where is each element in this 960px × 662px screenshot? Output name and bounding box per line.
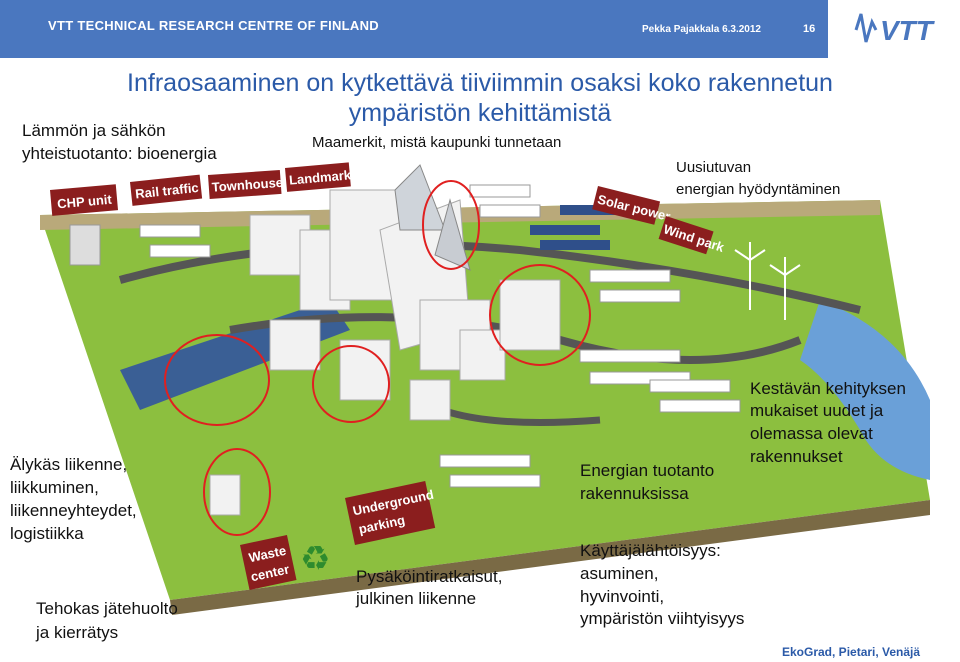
author-date: Pekka Pajakkala 6.3.2012	[642, 24, 761, 35]
vtt-logo-icon: VTT	[854, 13, 936, 46]
sign-landmarks: Landmarks	[288, 167, 358, 188]
waste-label-line-2: ja kierrätys	[36, 623, 119, 642]
sign-townhouses: Townhouses	[211, 174, 290, 194]
sustainable-label-line-4: rakennukset	[750, 447, 843, 466]
logo-text: VTT	[880, 15, 936, 46]
traffic-label-line-3: liikenneyhteydet,	[10, 501, 137, 520]
title-line-2: ympäristön kehittämistä	[348, 99, 612, 127]
traffic-label-line-2: liikkuminen,	[10, 478, 99, 497]
image-credit: EkoGrad, Pietari, Venäjä	[782, 645, 921, 659]
title-line-1: Infraosaaminen on kytkettävä tiiviimmin …	[127, 69, 833, 97]
user-label-line-4: ympäristön viihtyisyys	[580, 609, 745, 628]
header-bar: VTT TECHNICAL RESEARCH CENTRE OF FINLAND…	[0, 0, 960, 58]
page-number: 16	[803, 23, 816, 35]
renewable-label-line-1: Uusiutuvan	[676, 159, 752, 176]
parking-label-line-1: Pysäköintiratkaisut,	[356, 567, 503, 586]
energy-label-line-1: Energian tuotanto	[580, 461, 715, 480]
spire	[434, 198, 471, 271]
chp-label-line-2: yhteistuotanto: bioenergia	[22, 144, 217, 163]
circle-spire	[422, 180, 480, 270]
townhouse-rows	[139, 184, 741, 488]
highlight-circles	[164, 180, 591, 536]
slide-title: Infraosaaminen on kytkettävä tiiviimmin …	[0, 68, 960, 128]
circle-buildings	[489, 264, 591, 366]
vtt-logo: VTT	[828, 0, 960, 58]
chp-label-line-1: Lämmön ja sähkön	[22, 121, 166, 140]
organization-name: VTT TECHNICAL RESEARCH CENTRE OF FINLAND	[48, 18, 379, 33]
sustainable-label-line-1: Kestävän kehityksen	[750, 379, 906, 398]
waste-label-line-1: Tehokas jätehuolto	[36, 599, 178, 618]
sign-chp: CHP unit	[57, 192, 113, 212]
user-label-line-1: Käyttäjälähtöisyys:	[580, 541, 721, 560]
sustainable-label-line-2: mukaiset uudet ja	[750, 401, 884, 420]
energy-label-line-2: rakennuksissa	[580, 484, 689, 503]
solar-panels	[530, 205, 620, 250]
circle-parking	[312, 345, 390, 423]
sustainable-label-line-3: olemassa olevat	[750, 424, 873, 443]
wind-turbines	[734, 242, 801, 320]
parking-label-line-2: julkinen liikenne	[356, 589, 477, 608]
traffic-label-line-1: Älykäs liikenne,	[10, 455, 128, 474]
lake	[800, 300, 930, 480]
ground-front-edge	[170, 500, 930, 615]
renewable-label-line-2: energian hyödyntäminen	[676, 181, 841, 198]
traffic-label-line-4: logistiikka	[10, 524, 84, 543]
recycle-icon: ♻	[300, 539, 330, 579]
landmarks-caption: Maamerkit, mistä kaupunki tunnetaan	[312, 134, 562, 151]
sign-rail: Rail traffic	[135, 180, 200, 202]
circle-waste	[203, 448, 271, 536]
user-label-line-3: hyvinvointi,	[580, 587, 665, 606]
grass-area	[40, 200, 930, 600]
chp-building	[69, 224, 101, 266]
road-back	[118, 240, 861, 314]
user-label-line-2: asuminen,	[580, 564, 659, 583]
circle-rail	[164, 334, 270, 426]
